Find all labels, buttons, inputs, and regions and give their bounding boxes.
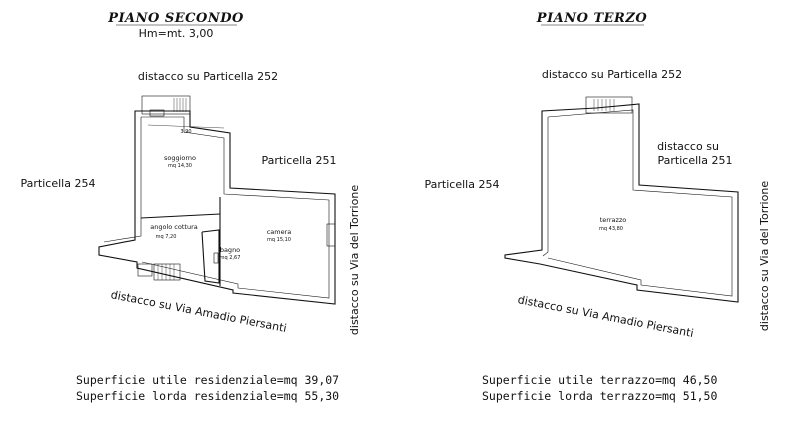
room-area-terrazzo: mq 43,80 [599,226,623,232]
left-outer-wall [98,110,336,305]
left-label-right: Particella 251 [262,154,337,167]
room-area-camera: mq 15,10 [267,237,291,243]
left-label-side: distacco su Via del Torrione [348,185,361,335]
room-name-camera: camera [267,228,292,236]
room-name-soggiorno: soggiorno [164,154,196,162]
right-plan: PIANO TERZO distacco su Particella 252 d… [425,11,771,403]
room-name-terrazzo: terrazzo [600,216,627,224]
left-label-bottom: distacco su Via Amadio Piersanti [110,288,288,335]
left-plan: PIANO SECONDO Hm=mt. 3,00 distacco su Pa… [21,11,361,403]
left-height-note: Hm=mt. 3,00 [139,27,214,40]
east-window [326,223,336,247]
room-area-angolo-cottura: mq 7,20 [156,234,177,240]
partition-bathroom [201,229,220,284]
dimension-line [147,124,225,129]
top-stair [141,95,191,117]
right-label-top: distacco su Particella 252 [542,68,682,81]
left-summary-lorda: Superficie lorda residenziale=mq 55,30 [76,389,339,403]
right-summary-utile: Superficie utile terrazzo=mq 46,50 [482,373,717,387]
left-label-top: distacco su Particella 252 [138,70,278,83]
left-plan-title: PIANO SECONDO [107,11,244,26]
bathroom-fixture [213,252,219,264]
partition-living-kitchen [140,213,221,219]
right-label-left: Particella 254 [425,178,500,191]
right-label-bottom: distacco su Via Amadio Piersanti [517,293,695,340]
right-plan-title: PIANO TERZO [536,11,648,26]
left-inner-wall [103,116,330,299]
dimension-value: 3.90 [180,129,191,135]
left-label-left: Particella 254 [21,177,96,190]
right-label-right-line1: distacco su [657,140,719,153]
room-area-bagno: mq 2,67 [220,255,241,261]
right-inner-wall [542,109,733,297]
right-label-side: distacco su Via del Torrione [758,181,771,331]
right-label-right-line2: Particella 251 [658,154,733,167]
room-area-soggiorno: mq 14,30 [168,163,192,169]
left-summary-utile: Superficie utile residenziale=mq 39,07 [76,373,339,387]
room-name-angolo-cottura: angolo cottura [150,223,197,231]
right-top-stair [585,96,633,114]
right-outer-wall [504,103,739,303]
bottom-stair [137,263,181,281]
right-summary-lorda: Superficie lorda terrazzo=mq 51,50 [482,389,717,403]
room-name-bagno: bagno [220,246,240,254]
